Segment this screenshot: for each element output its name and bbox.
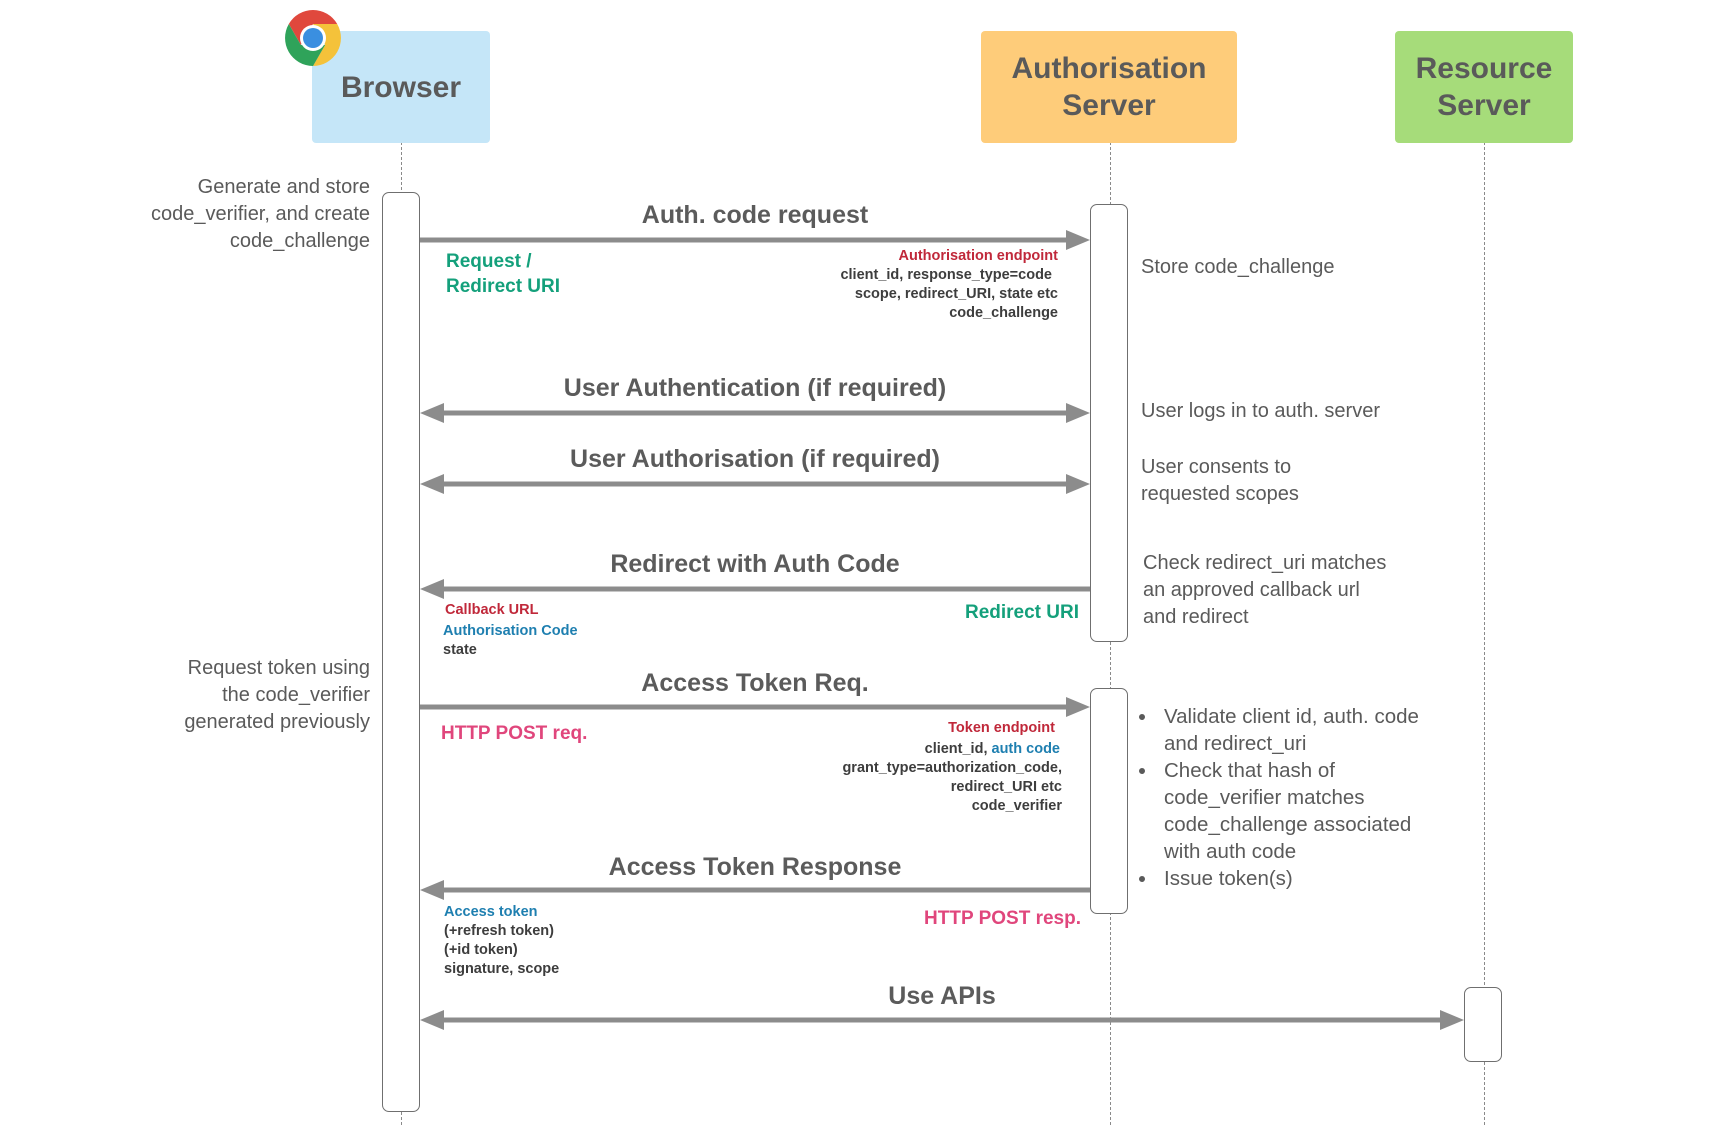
token-response-param-signature: signature, scope [444, 961, 560, 977]
label-http-post-resp: HTTP POST resp. [924, 908, 1081, 929]
token-req-param-client-line: client_id, auth code [925, 740, 1060, 759]
browser-activation-bar [382, 192, 420, 1112]
msg-redirect-auth-code-title: Redirect with Auth Code [610, 550, 900, 578]
token-req-param-client-id: client_id, [924, 741, 992, 757]
auth-activation-bar-2 [1090, 688, 1128, 914]
auth-request-param-2: scope, redirect_URI, state etc [854, 286, 1058, 302]
msg-access-token-req-title: Access Token Req. [641, 669, 869, 697]
label-redirect-uri: Redirect URI [964, 602, 1079, 623]
label-state: state [443, 642, 477, 658]
msg-user-authorisation-title: User Authorisation (if required) [570, 445, 940, 473]
label-authorisation-code: Authorisation Code [443, 623, 578, 639]
label-http-post-req: HTTP POST req. [441, 723, 588, 744]
auth-request-param-1: client_id, response_type=code [840, 267, 1052, 283]
validation-bullet-list: Validate client id, auth. code and redir… [1134, 703, 1518, 892]
msg-auth-code-request-title: Auth. code request [641, 201, 869, 229]
token-response-param-id-token: (+id token) [444, 942, 518, 958]
label-request-redirect-uri: Request / Redirect URI [446, 251, 561, 297]
chrome-icon [283, 8, 343, 68]
token-req-param-code-verifier: code_verifier [971, 798, 1062, 814]
resource-server-lifeline [1484, 142, 1485, 1125]
auth-server-actor: Authorisation Server [981, 31, 1237, 143]
note-check-redirect-uri: Check redirect_uri matches an approved c… [1143, 552, 1387, 628]
auth-activation-bar-1 [1090, 204, 1128, 642]
msg-access-token-response-title: Access Token Response [608, 853, 902, 881]
label-authorisation-endpoint: Authorisation endpoint [898, 248, 1058, 264]
resource-activation-bar [1464, 987, 1502, 1062]
note-user-consents: User consents to requested scopes [1141, 456, 1299, 505]
msg-use-apis-title: Use APIs [888, 982, 996, 1010]
resource-server-actor: Resource Server [1395, 31, 1573, 143]
token-response-param-refresh: (+refresh token) [444, 923, 554, 939]
browser-actor: Browser [312, 31, 490, 143]
token-req-param-redirect-uri: redirect_URI etc [950, 779, 1062, 795]
token-req-param-auth-code: auth code [991, 741, 1060, 757]
auth-request-param-3: code_challenge [949, 305, 1058, 321]
validation-bullet-3: Issue token(s) [1158, 865, 1518, 892]
validation-bullet-2: Check that hash of code_verifier matches… [1158, 757, 1518, 865]
label-access-token: Access token [444, 904, 538, 920]
validation-bullet-1: Validate client id, auth. code and redir… [1158, 703, 1518, 757]
label-callback-url: Callback URL [445, 602, 539, 618]
browser-actor-label: Browser [340, 70, 462, 104]
note-store-code-challenge: Store code_challenge [1141, 256, 1335, 278]
resource-server-actor-label: Resource Server [1415, 52, 1553, 122]
token-req-param-grant-type: grant_type=authorization_code, [842, 760, 1062, 776]
note-request-token: Request token using the code_verifier ge… [184, 657, 370, 733]
label-token-endpoint: Token endpoint [948, 720, 1055, 736]
note-generate-code-verifier: Generate and store code_verifier, and cr… [150, 176, 370, 252]
note-user-logs-in: User logs in to auth. server [1141, 400, 1380, 422]
msg-user-authentication-title: User Authentication (if required) [563, 374, 947, 402]
auth-server-actor-label: Authorisation Server [1011, 52, 1207, 122]
